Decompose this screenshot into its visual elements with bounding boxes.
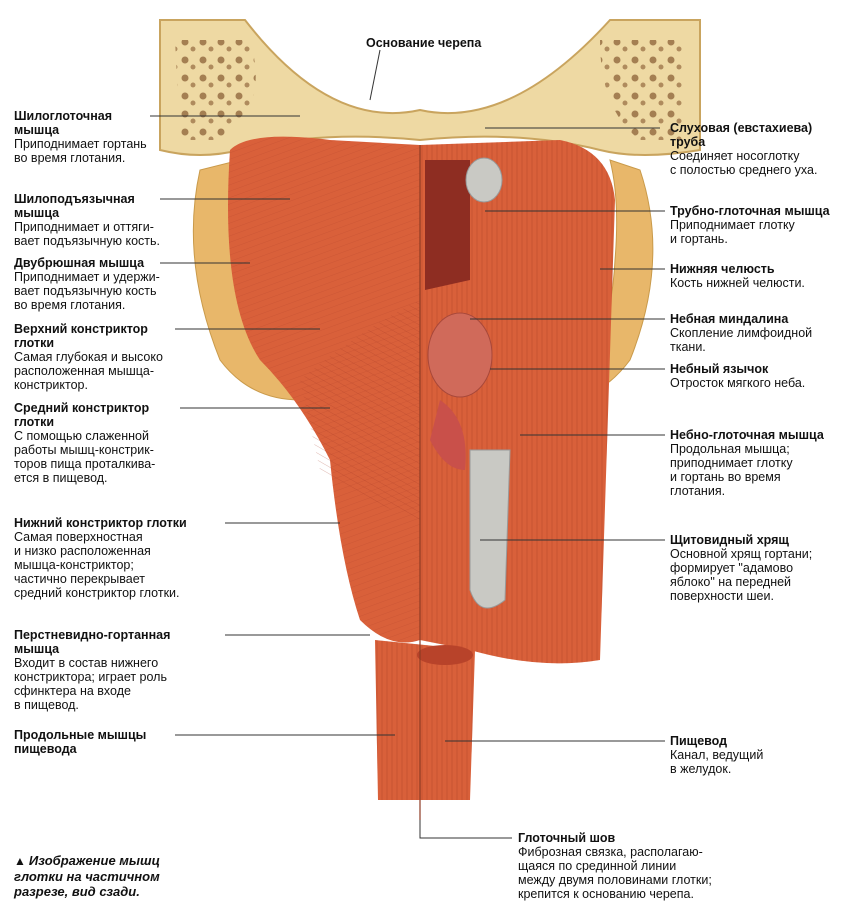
nasopharynx-cavity: [425, 160, 470, 290]
esophagus: [375, 640, 475, 800]
auditory-tube: [465, 157, 503, 203]
skull-base-label: Основание черепа: [366, 36, 482, 50]
esophagus-longitudinal-label: Продольные мышцы пищевода: [14, 728, 147, 756]
thyroid-cartilage: [469, 449, 511, 609]
pharynx-interior: [420, 140, 615, 664]
figure-caption: ▲Изображение мышц глотки на частичном ра…: [14, 853, 160, 899]
leader-lines: [150, 49, 665, 839]
palatine-tonsil: [427, 312, 493, 398]
skull-base: [159, 19, 701, 156]
triangle-marker-icon: ▲: [14, 854, 26, 868]
uvula: [430, 400, 466, 470]
constrictor-muscles: [228, 136, 420, 643]
